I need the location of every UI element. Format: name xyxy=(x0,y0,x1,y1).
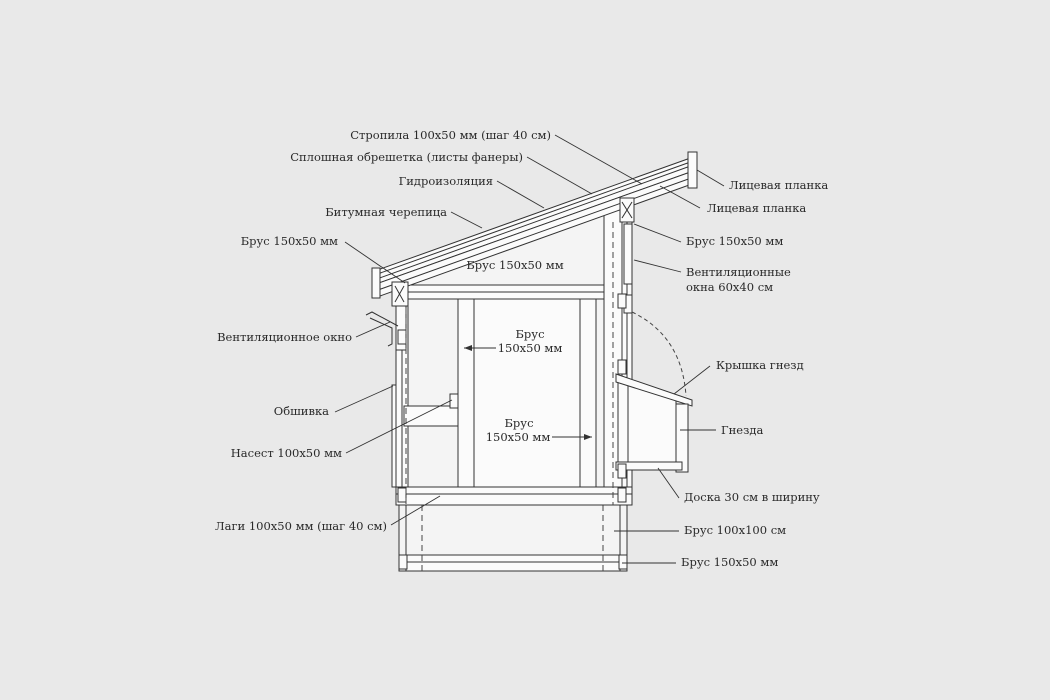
perch-end xyxy=(449,393,459,409)
nest-front xyxy=(675,403,689,473)
perch-bar xyxy=(403,405,459,427)
nest-board xyxy=(615,461,683,471)
label-beam-inner-low-2: 150x50 мм xyxy=(486,430,551,444)
label-beam-inner-top: Брус 150x50 мм xyxy=(466,258,563,272)
coop-structure xyxy=(365,151,698,572)
label-perch: Насест 100x50 мм xyxy=(231,446,342,460)
bottom-beam xyxy=(398,554,628,572)
label-vent-window-left: Вентиляционное окно xyxy=(217,330,352,344)
label-cladding: Обшивка xyxy=(274,404,329,418)
label-rafters: Стропила 100x50 мм (шаг 40 см) xyxy=(350,128,551,142)
inner-stud-left xyxy=(457,298,475,488)
label-beam-inner-low-1: Брус xyxy=(504,416,533,430)
label-joists: Лаги 100x50 мм (шаг 40 см) xyxy=(215,519,387,533)
label-waterproofing: Гидроизоляция xyxy=(399,174,493,188)
label-sheathing: Сплошная обрешетка (листы фанеры) xyxy=(290,150,523,164)
label-beam-inner-mid-1: Брус xyxy=(515,327,544,341)
arrowheads xyxy=(464,345,592,440)
label-vent-windows-right-1: Вентиляционные xyxy=(686,265,791,279)
label-nests: Гнезда xyxy=(721,423,763,437)
label-beam-right-top: Брус 150x50 мм xyxy=(686,234,783,248)
label-fascia-second: Лицевая планка xyxy=(707,201,806,215)
floor-joists xyxy=(395,486,633,506)
label-beam-100x100: Брус 100x100 см xyxy=(684,523,786,537)
label-vent-windows-right-2: окна 60x40 см xyxy=(686,280,773,294)
nest-lid xyxy=(615,373,693,407)
label-board-30cm: Доска 30 см в ширину xyxy=(684,490,820,504)
fascia-left xyxy=(371,267,381,299)
labels: Стропила 100x50 мм (шаг 40 см) Сплошная … xyxy=(215,128,828,569)
inner-stud-right xyxy=(579,298,597,488)
label-beam-bottom: Брус 150x50 мм xyxy=(681,555,778,569)
label-fascia-top: Лицевая планка xyxy=(729,178,828,192)
label-beam-left-top: Брус 150x50 мм xyxy=(241,234,338,248)
label-nest-lid: Крышка гнезд xyxy=(716,358,804,372)
fascia-right xyxy=(687,151,698,189)
label-bitumen-tiles: Битумная черепица xyxy=(325,205,447,219)
label-beam-inner-mid-2: 150x50 мм xyxy=(498,341,563,355)
